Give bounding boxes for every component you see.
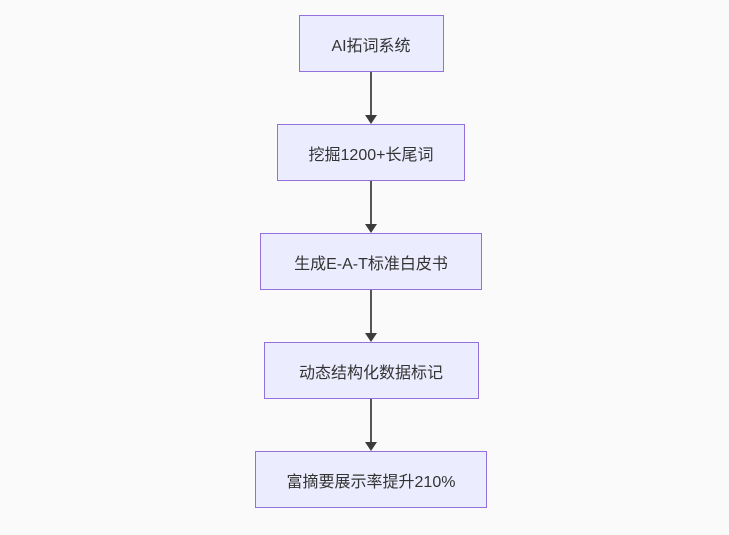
arrowhead-icon (365, 442, 377, 451)
flow-node-label: 挖掘1200+长尾词 (308, 146, 434, 164)
flow-node-label: AI拓词系统 (331, 37, 411, 55)
arrow-line (370, 290, 372, 334)
flow-node-label: 生成E-A-T标准白皮书 (294, 255, 448, 273)
flow-node-structured-data: 动态结构化数据标记 (263, 342, 479, 399)
arrowhead-icon (365, 115, 377, 124)
arrow-line (370, 181, 372, 225)
flow-node-longtail-mining: 挖掘1200+长尾词 (277, 124, 465, 181)
flow-node-rich-snippet-result: 富摘要展示率提升210% (255, 451, 487, 508)
flow-arrow-2 (363, 181, 379, 233)
arrowhead-icon (365, 333, 377, 342)
arrow-line (370, 399, 372, 443)
flowchart: AI拓词系统 挖掘1200+长尾词 生成E-A-T标准白皮书 动态结构化数据标记 (255, 15, 487, 508)
flow-arrow-4 (363, 399, 379, 451)
flow-node-ai-keyword-system: AI拓词系统 (298, 15, 444, 72)
flow-node-eat-whitepaper: 生成E-A-T标准白皮书 (260, 233, 482, 290)
flow-node-label: 富摘要展示率提升210% (286, 473, 456, 491)
flow-arrow-1 (363, 72, 379, 124)
flow-arrow-3 (363, 290, 379, 342)
arrowhead-icon (365, 224, 377, 233)
arrow-line (370, 72, 372, 116)
flow-node-label: 动态结构化数据标记 (298, 364, 443, 382)
